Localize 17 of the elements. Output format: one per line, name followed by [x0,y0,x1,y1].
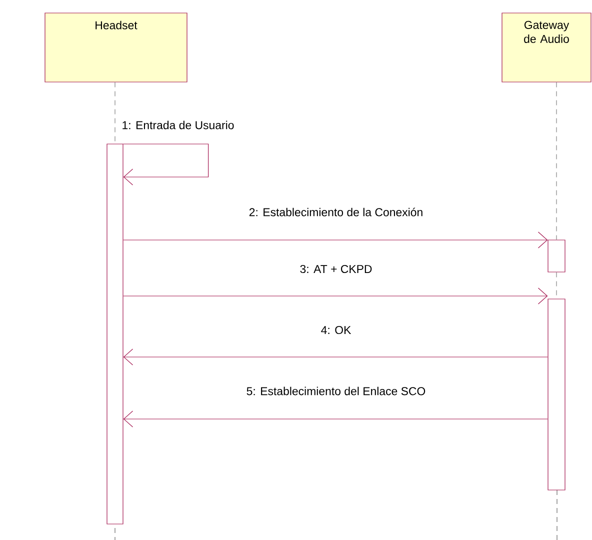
object-box: Headset [44,12,188,82]
message-arrow [123,288,548,304]
message-arrow [123,144,209,186]
object-box: Gateway de Audio [502,12,592,82]
message-label: 1: Entrada de Usuario [120,120,236,130]
message-label: 2: Establecimiento de la Conexión [248,206,424,218]
lifeline [556,82,557,240]
activation-bar [548,240,566,272]
message-label: 3: AT + CKPD [298,264,374,274]
activation-bar [106,144,124,524]
message-label: 4: OK [320,324,352,336]
activation-bar [548,298,566,490]
lifeline [114,82,116,144]
message-arrow [123,348,548,366]
message-label: 5: Establecimiento del Enlace SCO [245,386,427,396]
message-arrow [123,410,548,428]
message-arrow [123,232,548,248]
